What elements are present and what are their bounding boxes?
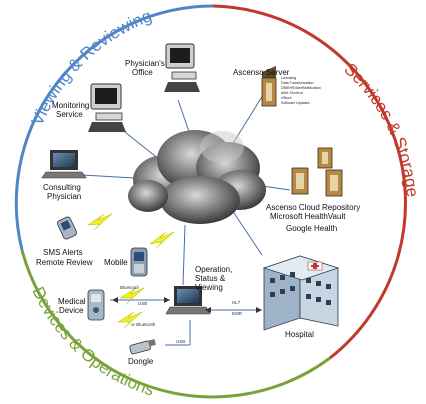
label-repository: Ascenso Cloud Repository Microsoft Healt… <box>266 203 363 233</box>
link-label-usb: USB <box>138 301 147 306</box>
server-feature: Licensing <box>281 76 296 80</box>
label-ascenso-server: Ascenso Server <box>233 68 290 77</box>
server-feature: Software Updates <box>281 101 310 105</box>
server-feature: Data Transformation <box>281 81 314 85</box>
arrow-right-icon <box>256 307 262 313</box>
link-label-usb-dongle: USB <box>176 339 185 344</box>
operations-laptop-icon <box>165 286 211 315</box>
server-feature-list: Licensing Data Transformation DB/EHR/Ale… <box>281 76 321 105</box>
connection-lines <box>81 94 291 346</box>
label-monitoring-service: Monitoring Service <box>52 101 92 119</box>
ring-arc-services <box>212 4 407 360</box>
medical-device-icon <box>87 289 105 321</box>
dongle-icon <box>129 338 156 355</box>
office-computer-icon <box>164 43 200 92</box>
ring-arc-devices <box>20 249 331 399</box>
server-feature: eStore <box>281 96 292 100</box>
lightning-icon <box>119 287 145 305</box>
label-medical-device: Medical Device <box>58 297 88 315</box>
link-label-or-bluetooth: or Bluetooth <box>131 322 156 327</box>
label-physicians-office: Physician's Office <box>125 59 167 77</box>
lightning-icon <box>87 213 113 231</box>
monitoring-computer-icon <box>88 83 126 132</box>
label-consulting-physician: Consulting Physician <box>43 183 83 201</box>
label-dongle: Dongle <box>128 357 154 366</box>
link-labels: Bluetooth USB or Bluetooth USB HL7 EMR <box>120 285 243 344</box>
arrow-right-icon <box>164 297 170 303</box>
server-feature: Alert Shortcut <box>281 91 303 95</box>
label-sms-alerts: SMS Alerts Remote Review <box>36 248 93 267</box>
label-mobile: Mobile <box>104 258 128 267</box>
cloud <box>128 130 266 224</box>
arrow-left-icon <box>112 297 118 303</box>
consulting-laptop-icon <box>41 150 87 179</box>
link-laptop <box>182 224 186 286</box>
link-monitoring <box>119 127 161 161</box>
server-feature: DB/EHR/AlertNotification <box>281 86 321 90</box>
ring <box>14 4 407 399</box>
label-operation-status: Operation, Status & Viewing <box>195 265 235 292</box>
link-label-bluetooth: Bluetooth <box>120 285 140 290</box>
ring-label-services: Services & Storage <box>340 59 422 198</box>
ring-arc-viewing <box>14 4 214 251</box>
hospital-icon <box>262 255 340 331</box>
sms-phone-icon <box>57 216 77 240</box>
wireless-bolts <box>87 213 175 329</box>
repository-servers-icon <box>291 147 343 197</box>
link-hospital <box>231 209 263 256</box>
server-icon <box>261 66 277 107</box>
link-consulting <box>81 174 136 179</box>
arrowheads <box>112 297 262 313</box>
lightning-icon <box>117 311 143 329</box>
link-label-emr: EMR <box>232 311 243 316</box>
lightning-icon <box>149 231 175 249</box>
link-label-hl7: HL7 <box>232 300 241 305</box>
mobile-phone-icon <box>130 247 148 277</box>
label-hospital: Hospital <box>285 330 314 339</box>
arrow-left-icon <box>205 307 211 313</box>
